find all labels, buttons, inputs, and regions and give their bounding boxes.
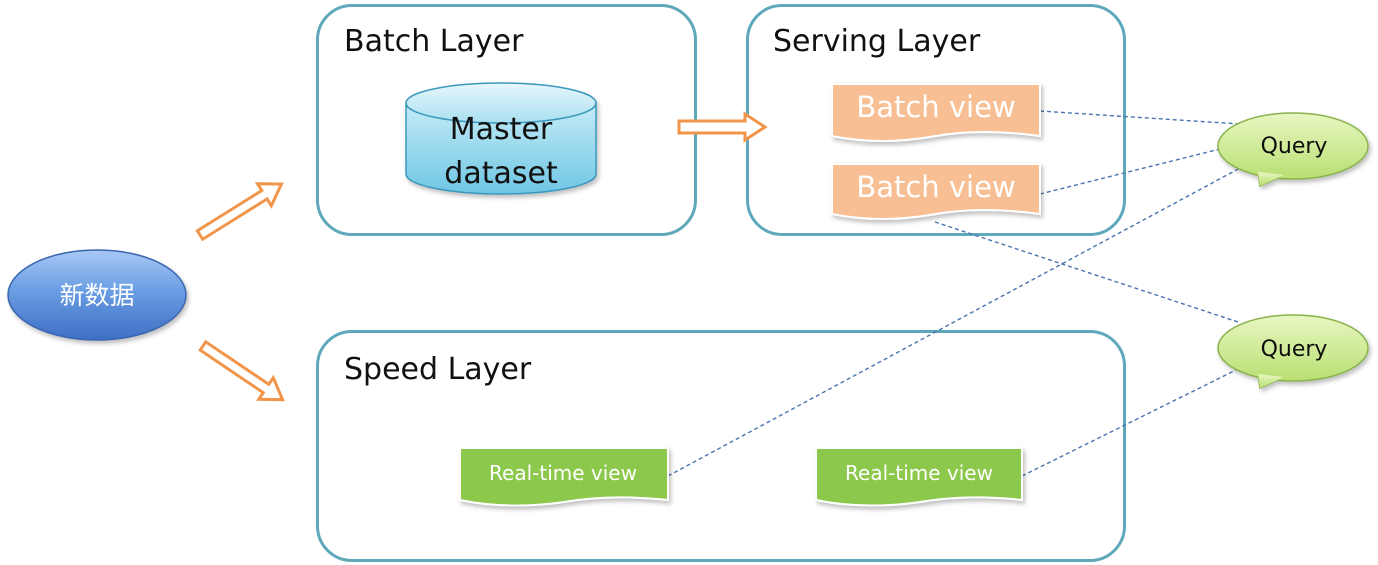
batch-layer-title: Batch Layer bbox=[344, 24, 524, 59]
connector-batch-view-1-query-1 bbox=[1039, 110, 1241, 125]
realtime-view-1: Real-time view bbox=[459, 447, 669, 507]
realtime-view-2-label: Real-time view bbox=[845, 461, 993, 485]
speed-layer-box bbox=[316, 330, 1126, 562]
query-1-label: Query bbox=[1261, 134, 1328, 159]
connector-batch-view-2-query-1 bbox=[1039, 146, 1229, 195]
query-callout-1: Query bbox=[1217, 112, 1369, 188]
batch-view-1-label: Batch view bbox=[856, 90, 1015, 124]
new-data-node: 新数据 bbox=[7, 249, 187, 341]
realtime-view-1-label: Real-time view bbox=[489, 461, 637, 485]
batch-view-2: Batch view bbox=[831, 163, 1041, 220]
realtime-view-2: Real-time view bbox=[815, 447, 1023, 507]
serving-layer-title: Serving Layer bbox=[773, 24, 981, 59]
master-dataset-cylinder bbox=[405, 82, 597, 195]
connector-realtime-view-2-query-2 bbox=[1021, 367, 1241, 477]
batch-view-2-label: Batch view bbox=[856, 170, 1015, 204]
new-data-label: 新数据 bbox=[59, 281, 134, 310]
arrow-batch-to-serving bbox=[677, 111, 768, 143]
connector-realtime-view-1-query-1 bbox=[667, 167, 1241, 477]
master-dataset-label-line2: dataset bbox=[444, 156, 558, 191]
query-2-label: Query bbox=[1261, 337, 1328, 362]
connector-batch-view-2-query-2 bbox=[934, 221, 1239, 323]
batch-view-1: Batch view bbox=[831, 83, 1041, 142]
speed-layer-title: Speed Layer bbox=[344, 352, 532, 387]
arrow-to-speed-layer bbox=[198, 339, 285, 402]
query-callout-2: Query bbox=[1217, 314, 1369, 390]
arrow-to-batch-layer bbox=[195, 182, 284, 242]
master-dataset-label-line1: Master bbox=[449, 112, 553, 147]
